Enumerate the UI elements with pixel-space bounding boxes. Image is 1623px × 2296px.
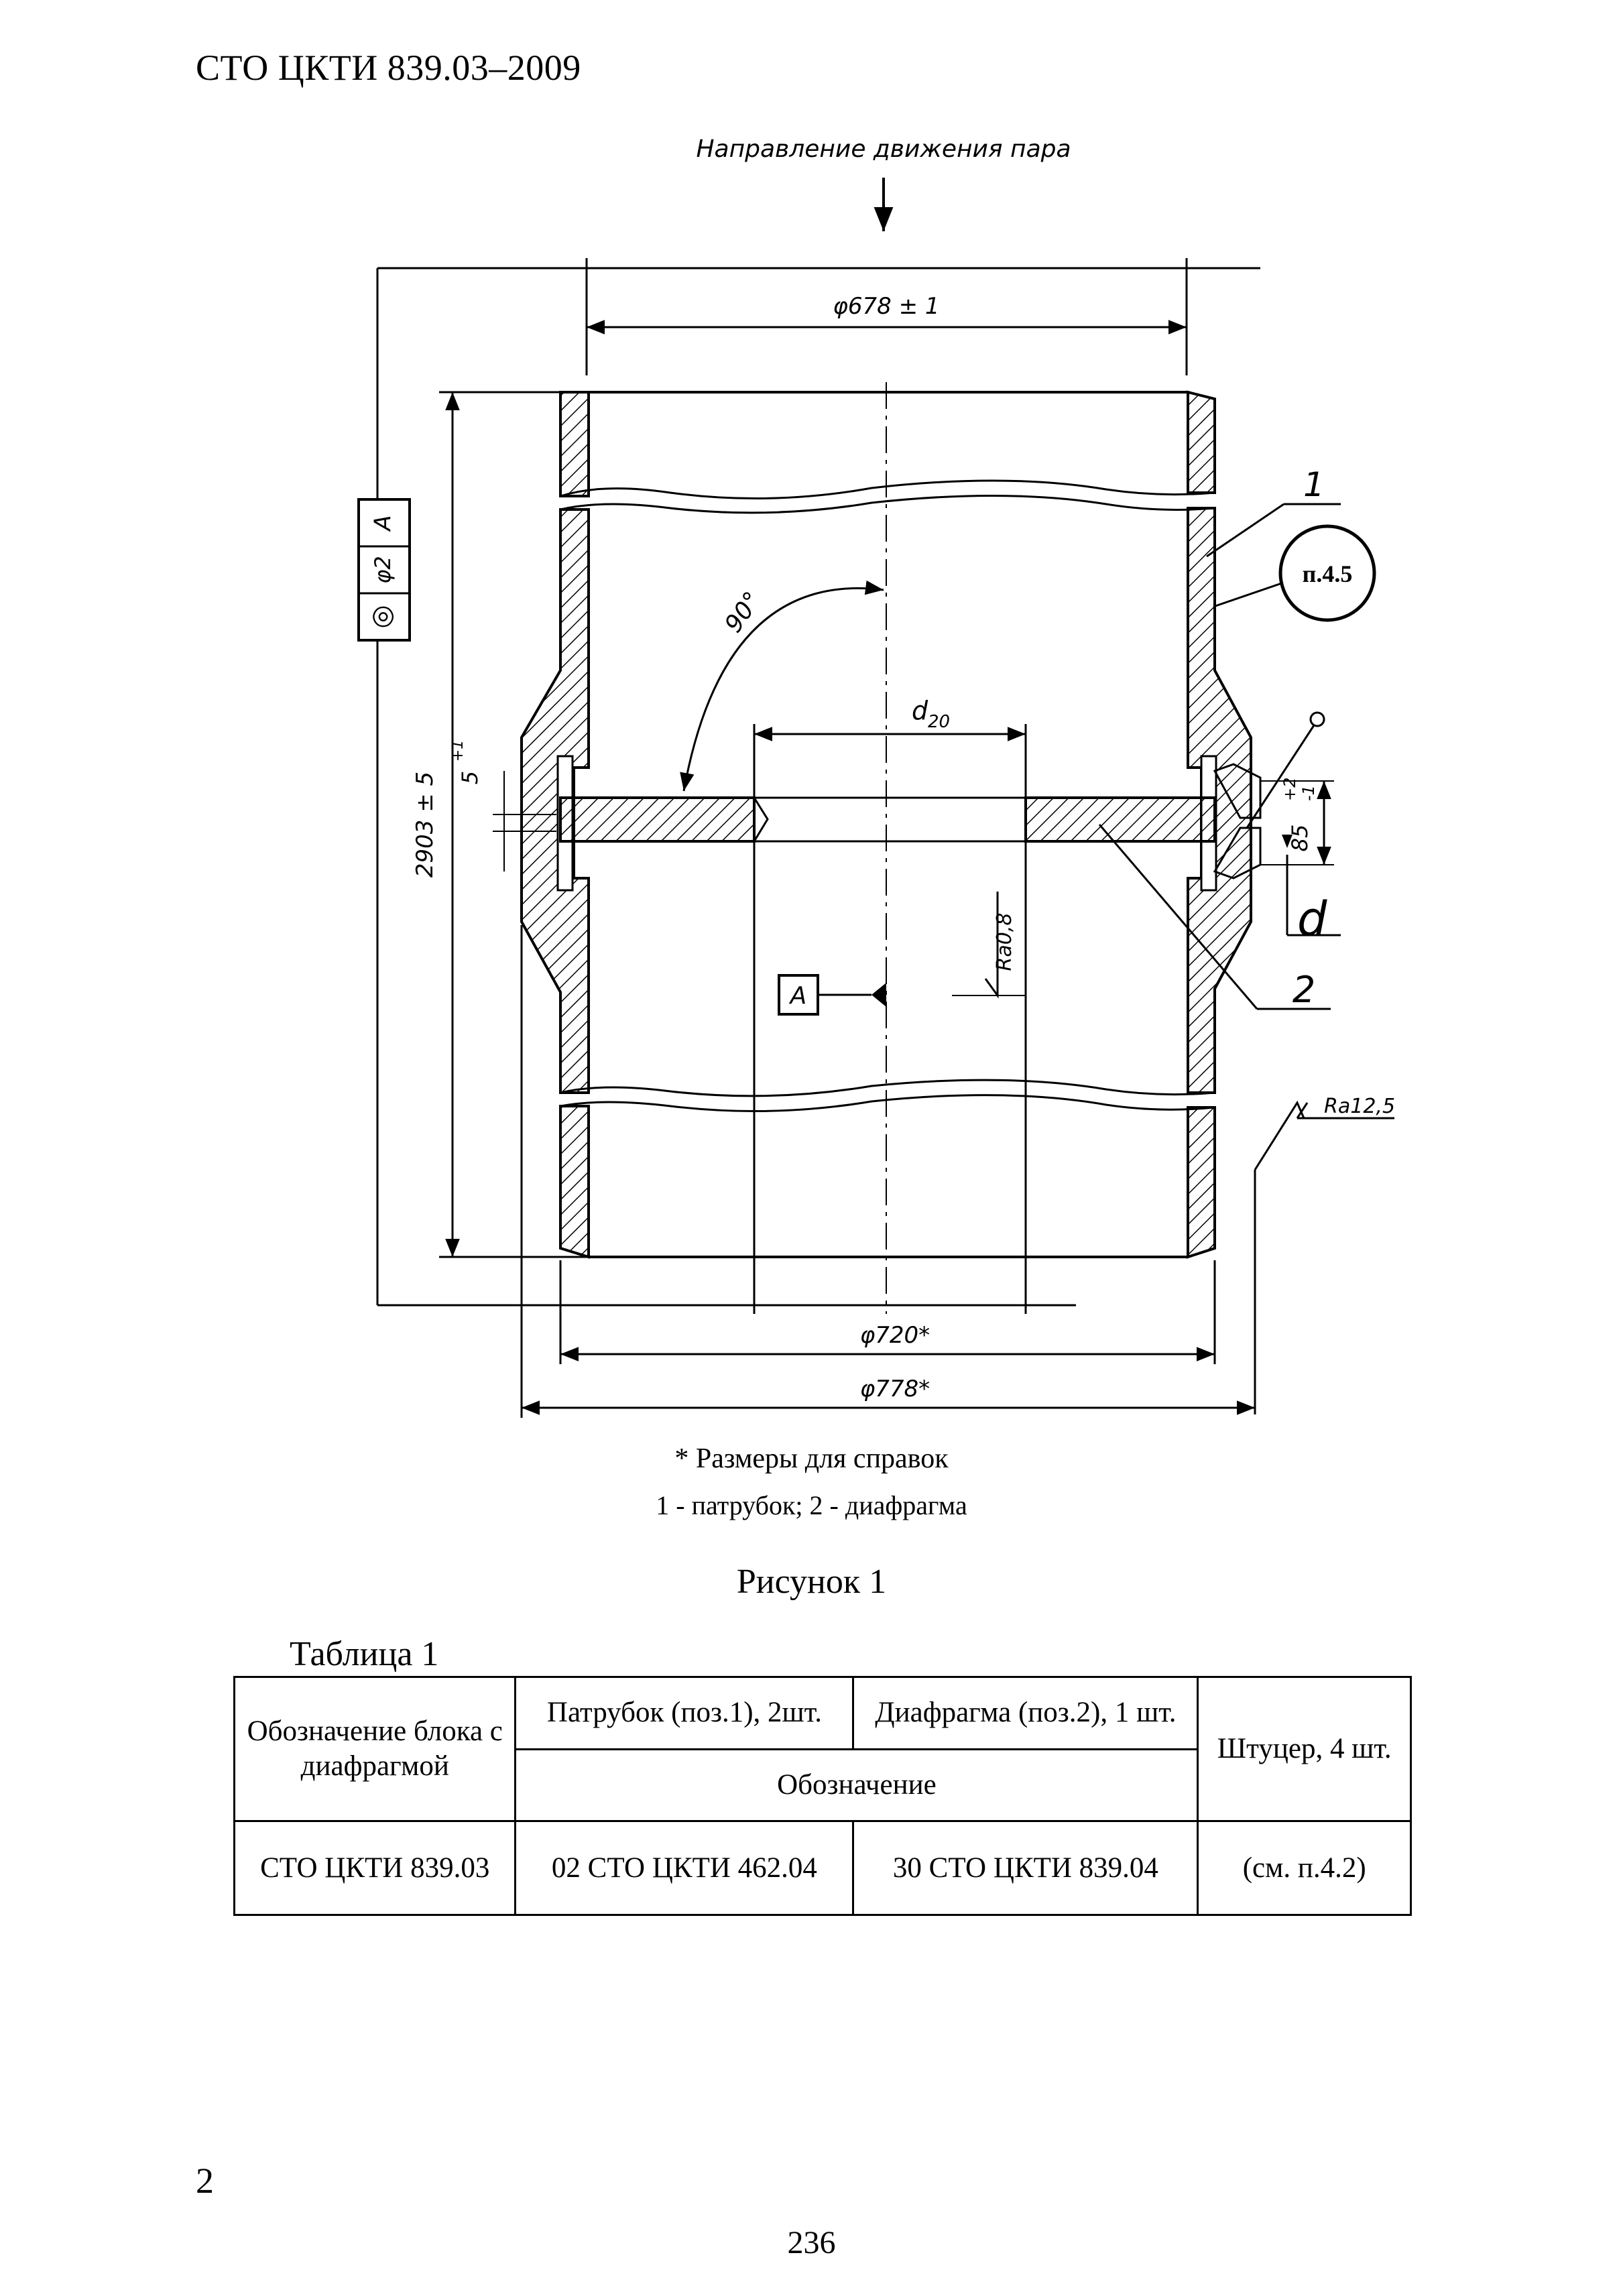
callout-ref-circle: п.4.5 bbox=[1213, 524, 1376, 622]
left-wall-upper bbox=[559, 391, 590, 497]
tolerance-frame: A φ2 ◎ bbox=[357, 498, 411, 642]
header-block: Обозначение блока с диафрагмой bbox=[233, 1676, 517, 1822]
dim-label-gap: 5 bbox=[457, 771, 483, 784]
diaphragm-bore bbox=[752, 796, 1027, 843]
roughness-outer-label: Ra12,5 bbox=[1324, 1095, 1395, 1118]
dim-label-d: d bbox=[1297, 892, 1327, 947]
lower-break-line-1 bbox=[560, 1079, 1215, 1097]
header-designation: Обозначение bbox=[514, 1748, 1199, 1822]
table-row: СТО ЦКТИ 839.03 02 СТО ЦКТИ 462.04 30 СТ… bbox=[233, 1820, 1412, 1916]
page-number-bottom: 236 bbox=[787, 2225, 836, 2260]
header-fitting: Штуцер, 4 шт. bbox=[1197, 1676, 1412, 1822]
diaphragm-left bbox=[559, 796, 756, 843]
cell-diaphragm: 30 СТО ЦКТИ 839.04 bbox=[852, 1820, 1199, 1916]
figure-title: Рисунок 1 bbox=[736, 1563, 887, 1601]
concentricity-icon: ◎ bbox=[366, 605, 396, 629]
header-diaphragm: Диафрагма (поз.2), 1 шт. bbox=[852, 1676, 1199, 1750]
roughness-inner-symbol: Ra0,8 bbox=[952, 892, 1026, 999]
fitting-assembly bbox=[1213, 711, 1341, 936]
dim-label-85-tol-lower: -1 bbox=[1299, 785, 1318, 801]
tolerance-datum-text: A bbox=[370, 515, 397, 532]
dim-label-gap-tol: +1 bbox=[450, 740, 467, 762]
flow-direction-label: Направление движения пара bbox=[696, 135, 1071, 163]
tolerance-value-text: φ2 bbox=[370, 556, 396, 583]
dim-label-height: 2903 ± 5 bbox=[412, 772, 438, 878]
table-header-row: Обозначение блока с диафрагмой Патрубок … bbox=[233, 1676, 1412, 1822]
header-pipe: Патрубок (поз.1), 2шт. bbox=[514, 1676, 855, 1750]
note-positions: 1 - патрубок; 2 - диафрагма bbox=[656, 1490, 967, 1520]
specification-table: Обозначение блока с диафрагмой Патрубок … bbox=[233, 1676, 1412, 1916]
dim-label-720: φ720* bbox=[860, 1322, 930, 1349]
upper-break-line-2 bbox=[560, 494, 1215, 514]
diaphragm-right bbox=[1024, 796, 1216, 843]
document-code-header: СТО ЦКТИ 839.03–2009 bbox=[196, 48, 581, 88]
angle-arc bbox=[680, 580, 884, 792]
callout-ref-label: п.4.5 bbox=[1303, 560, 1353, 587]
right-wall-upper bbox=[1187, 390, 1216, 494]
dim-label-d20-sub: 20 bbox=[928, 712, 950, 732]
left-wall-flange bbox=[520, 508, 590, 1094]
page-number-left: 2 bbox=[196, 2161, 214, 2201]
roughness-inner-label: Ra0,8 bbox=[993, 913, 1016, 971]
note-reference-dimensions: * Размеры для справок bbox=[674, 1443, 949, 1474]
dim-label-85: 85 bbox=[1287, 825, 1313, 852]
dim-label-678: φ678 ± 1 bbox=[833, 293, 939, 320]
dim-label-778: φ778* bbox=[860, 1376, 930, 1402]
callout-2-label: 2 bbox=[1293, 969, 1315, 1011]
dim-label-d20: d bbox=[912, 696, 928, 725]
roughness-outer-symbol: Ra12,5 bbox=[1254, 1095, 1395, 1414]
right-wall-lower bbox=[1187, 1106, 1216, 1259]
datum-a-label: A bbox=[789, 982, 807, 1010]
table-title: Таблица 1 bbox=[290, 1635, 439, 1673]
lower-break-line-2 bbox=[560, 1094, 1215, 1113]
upper-break-line-1 bbox=[560, 479, 1215, 499]
callout-2: 2 bbox=[1098, 824, 1331, 1011]
left-wall-lower bbox=[559, 1105, 590, 1259]
cell-block: СТО ЦКТИ 839.03 bbox=[233, 1820, 517, 1916]
dim-label-85-tol-upper: +2 bbox=[1280, 778, 1299, 801]
cell-fitting: (см. п.4.2) bbox=[1197, 1820, 1412, 1916]
dim-label-angle: 90° bbox=[719, 587, 766, 638]
cell-pipe: 02 СТО ЦКТИ 462.04 bbox=[514, 1820, 855, 1916]
datum-a-symbol: A bbox=[778, 974, 886, 1016]
callout-1: 1 bbox=[1206, 465, 1341, 558]
callout-1-label: 1 bbox=[1303, 465, 1325, 504]
table-subheader-row: Обозначение bbox=[235, 1748, 1411, 1822]
technical-drawing: Направление движения пара A φ2 ◎ φ678 ± … bbox=[357, 135, 1395, 1418]
